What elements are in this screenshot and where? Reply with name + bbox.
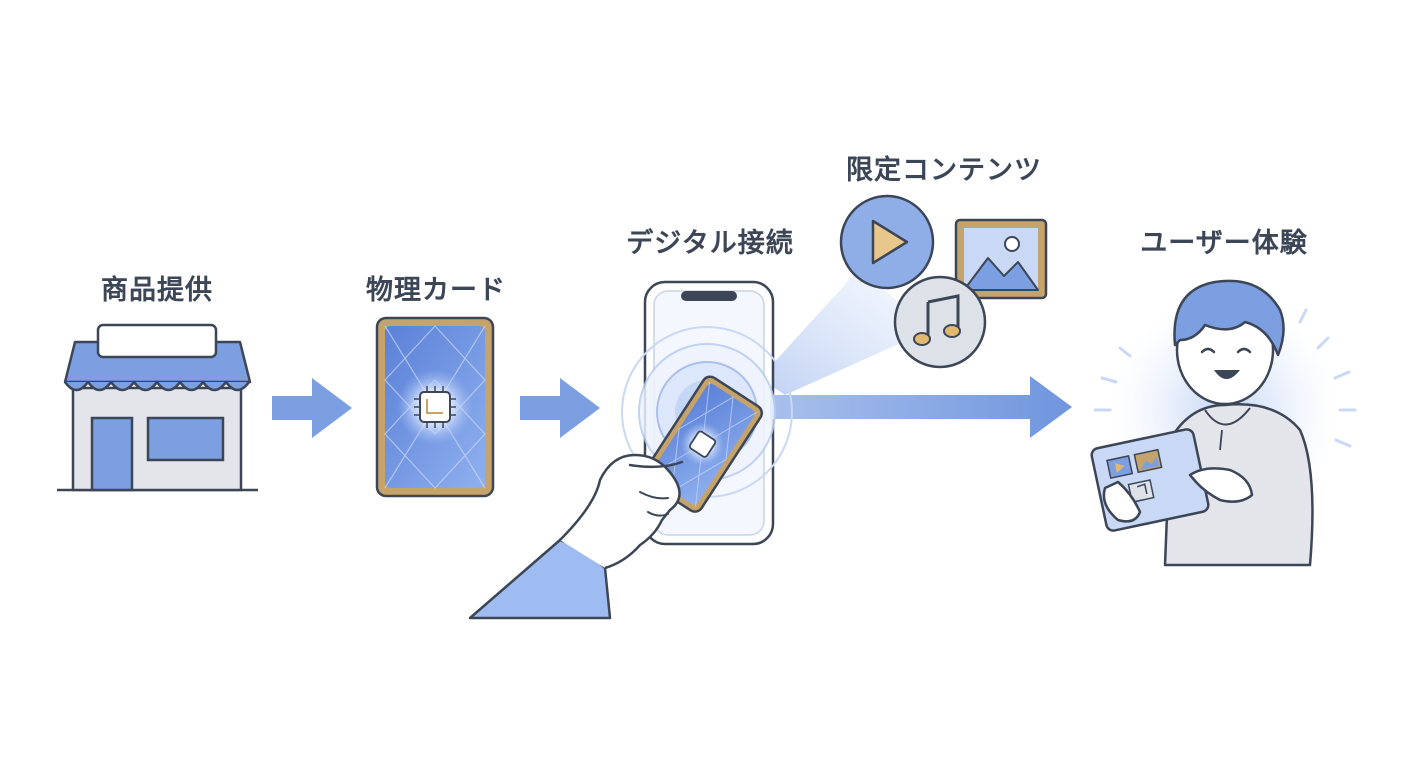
content-beam xyxy=(760,268,930,395)
flow-arrow-1 xyxy=(272,378,352,438)
video-play-icon xyxy=(839,194,935,290)
step-label-exclusive-content: 限定コンテンツ xyxy=(846,155,1042,186)
flow-arrow-2 xyxy=(520,378,600,438)
happy-user-tablet-icon xyxy=(1090,279,1357,567)
chip-card-icon xyxy=(375,316,495,498)
step-label-user-experience: ユーザー体験 xyxy=(1140,228,1308,259)
step-label-digital-connection: デジタル接続 xyxy=(626,228,794,259)
image-icon xyxy=(954,218,1048,300)
hand-icon xyxy=(468,453,684,620)
step-label-product: 商品提供 xyxy=(101,275,213,306)
storefront-icon xyxy=(57,323,258,492)
music-note-icon xyxy=(893,275,987,369)
flow-arrow-3 xyxy=(770,376,1072,438)
step-label-physical-card: 物理カード xyxy=(366,275,506,306)
